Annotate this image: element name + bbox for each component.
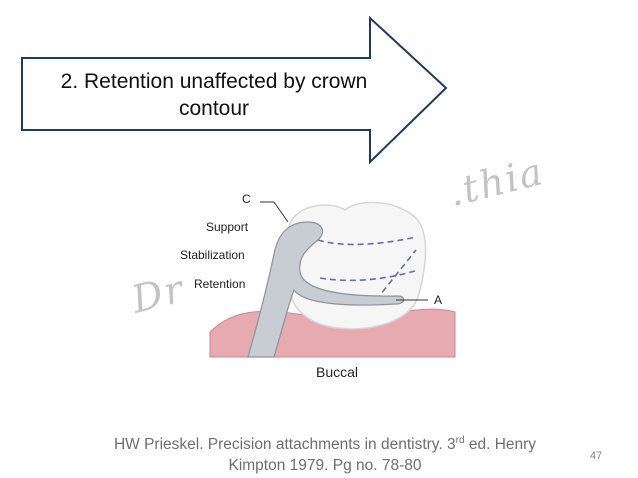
label-c: C <box>242 192 251 206</box>
citation-line-2: Kimpton 1979. Pg no. 78-80 <box>228 457 422 475</box>
citation-part-2: ed. Henry <box>464 436 537 454</box>
label-buccal: Buccal <box>316 364 359 380</box>
page-number: 47 <box>590 450 603 462</box>
tooth-clasp-illustration <box>209 201 456 358</box>
callout-line-1: 2. Retention unaffected by crown <box>60 70 368 93</box>
label-stabilization: Stabilization <box>180 248 245 262</box>
callout-line-2: contour <box>178 97 250 120</box>
label-retention: Retention <box>194 277 246 291</box>
citation-line-1: HW Prieskel. Precision attachments in de… <box>90 430 560 455</box>
clasp-figure: C Support Stabilization Retention A Bucc… <box>170 182 470 392</box>
label-a: A <box>434 293 443 307</box>
label-support: Support <box>206 220 249 234</box>
callout-text: 2. Retention unaffected by crown contour <box>24 68 404 122</box>
citation-superscript: rd <box>455 435 465 446</box>
citation-part-1: HW Prieskel. Precision attachments in de… <box>113 436 456 454</box>
citation: HW Prieskel. Precision attachments in de… <box>90 430 560 476</box>
